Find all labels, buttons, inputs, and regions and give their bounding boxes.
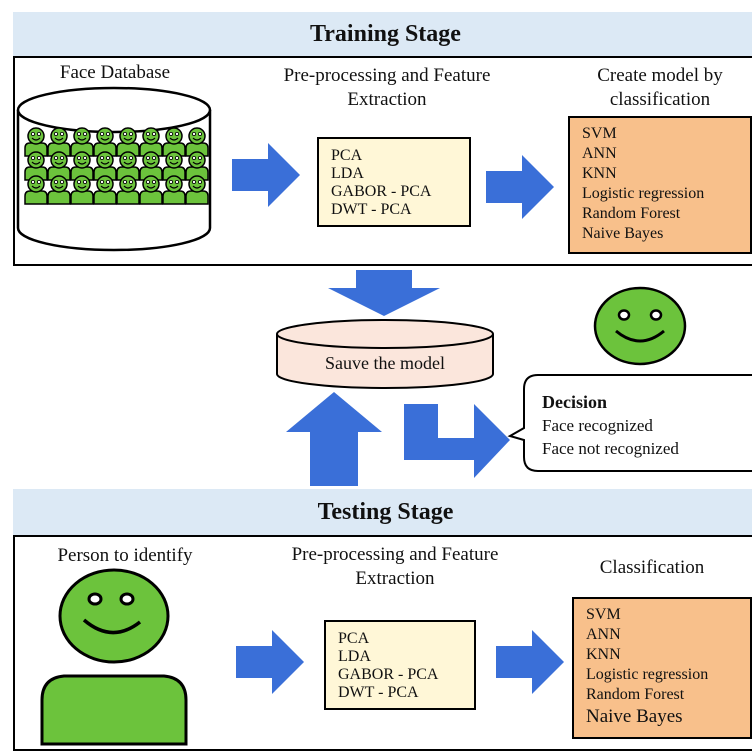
train-preproc-label-line2: Extraction [347, 89, 427, 110]
test-preproc-label-line2: Extraction [355, 568, 435, 589]
test-feature-box: PCA LDA GABOR - PCA DWT - PCA [324, 620, 476, 710]
face-thumbnail-icon [139, 175, 163, 205]
test-classifier-item: Naive Bayes [586, 706, 683, 727]
test-arrow-right-1-icon [236, 630, 304, 694]
face-thumbnail-icon [116, 127, 140, 157]
train-preproc-label-line1: Pre-processing and Feature [283, 65, 491, 86]
face-thumbnail-icon [185, 175, 209, 205]
face-thumbnail-icon [93, 127, 117, 157]
face-thumbnail-icon [47, 175, 71, 205]
test-classifier-item: Logistic regression [586, 666, 709, 683]
face-thumbnail-icon [162, 151, 186, 181]
create-model-label-line2: classification [609, 89, 711, 110]
save-model-cylinder-icon [276, 319, 494, 389]
test-feature-item: GABOR - PCA [338, 666, 439, 683]
decision-option: Face recognized [542, 416, 653, 435]
training-stage-header: Training Stage [13, 12, 752, 58]
face-database-cylinder-icon [16, 86, 212, 252]
decision-content: Decision Face recognized Face not recogn… [542, 391, 679, 460]
decision-option: Face not recognized [542, 439, 679, 458]
face-thumbnail-icon [24, 175, 48, 205]
face-thumbnail-icon [162, 127, 186, 157]
face-thumbnail-icon [24, 151, 48, 181]
create-model-label-line1: Create model by [597, 65, 723, 86]
classification-label: Classification [599, 557, 705, 578]
create-model-label: Create model by classification [570, 64, 750, 112]
train-arrow-right-2-icon [486, 155, 554, 219]
face-thumbnail-icon [93, 175, 117, 205]
face-thumbnail-icon [116, 175, 140, 205]
test-classifier-item: ANN [586, 626, 621, 643]
decision-callout-shape [507, 374, 752, 472]
person-to-identify-label: Person to identify [57, 545, 193, 566]
train-feature-box: PCA LDA GABOR - PCA DWT - PCA [317, 137, 471, 227]
train-classifier-item: Random Forest [582, 205, 681, 222]
face-thumbnail-icon [70, 151, 94, 181]
happy-face-icon [593, 286, 687, 366]
train-classifier-item: KNN [582, 165, 617, 182]
train-classifier-item: Logistic regression [582, 185, 705, 202]
test-arrow-right-2-icon [496, 630, 564, 694]
train-feature-item: GABOR - PCA [331, 183, 432, 200]
face-thumbnail-icon [162, 175, 186, 205]
test-classifier-item: KNN [586, 646, 621, 663]
testing-stage-title: Testing Stage [317, 498, 454, 525]
test-preproc-label-line1: Pre-processing and Feature [291, 544, 499, 565]
face-database-label: Face Database [59, 62, 171, 83]
test-feature-item: LDA [338, 648, 371, 665]
train-classifier-item: ANN [582, 145, 617, 162]
face-thumbnail-icon [116, 151, 140, 181]
test-feature-item: DWT - PCA [338, 684, 419, 701]
train-feature-item: LDA [331, 165, 364, 182]
face-thumbnail-icon [47, 151, 71, 181]
face-thumbnail-icon [70, 175, 94, 205]
training-stage-title: Training Stage [310, 20, 461, 47]
test-classifier-box: SVM ANN KNN Logistic regression Random F… [572, 597, 752, 739]
face-thumbnail-icon [70, 127, 94, 157]
test-feature-item: PCA [338, 630, 370, 647]
train-classifier-item: SVM [582, 125, 617, 142]
decision-title: Decision [542, 392, 607, 412]
face-thumbnail-icon [24, 127, 48, 157]
face-thumbnail-icon [139, 127, 163, 157]
train-classifier-box: SVM ANN KNN Logistic regression Random F… [568, 116, 752, 254]
train-feature-item: PCA [331, 147, 363, 164]
train-arrow-right-1-icon [232, 143, 300, 207]
face-thumbnail-icon [47, 127, 71, 157]
test-classifier-item: SVM [586, 606, 621, 623]
test-preproc-label: Pre-processing and Feature Extraction [270, 543, 520, 591]
arrow-down-to-save-icon [328, 270, 440, 316]
face-thumbnail-icon [185, 151, 209, 181]
face-thumbnail-icon [139, 151, 163, 181]
face-thumbnail-icon [93, 151, 117, 181]
face-thumbnail-icon [185, 127, 209, 157]
save-model-label: Sauve the model [325, 353, 445, 373]
person-icon [40, 568, 188, 746]
train-classifier-item: Naive Bayes [582, 225, 664, 242]
arrow-up-to-save-icon [286, 392, 382, 486]
test-classifier-item: Random Forest [586, 686, 685, 703]
train-feature-item: DWT - PCA [331, 201, 412, 218]
testing-stage-header: Testing Stage [13, 489, 752, 537]
train-preproc-label: Pre-processing and Feature Extraction [262, 64, 512, 112]
arrow-to-decision-icon [404, 404, 510, 478]
